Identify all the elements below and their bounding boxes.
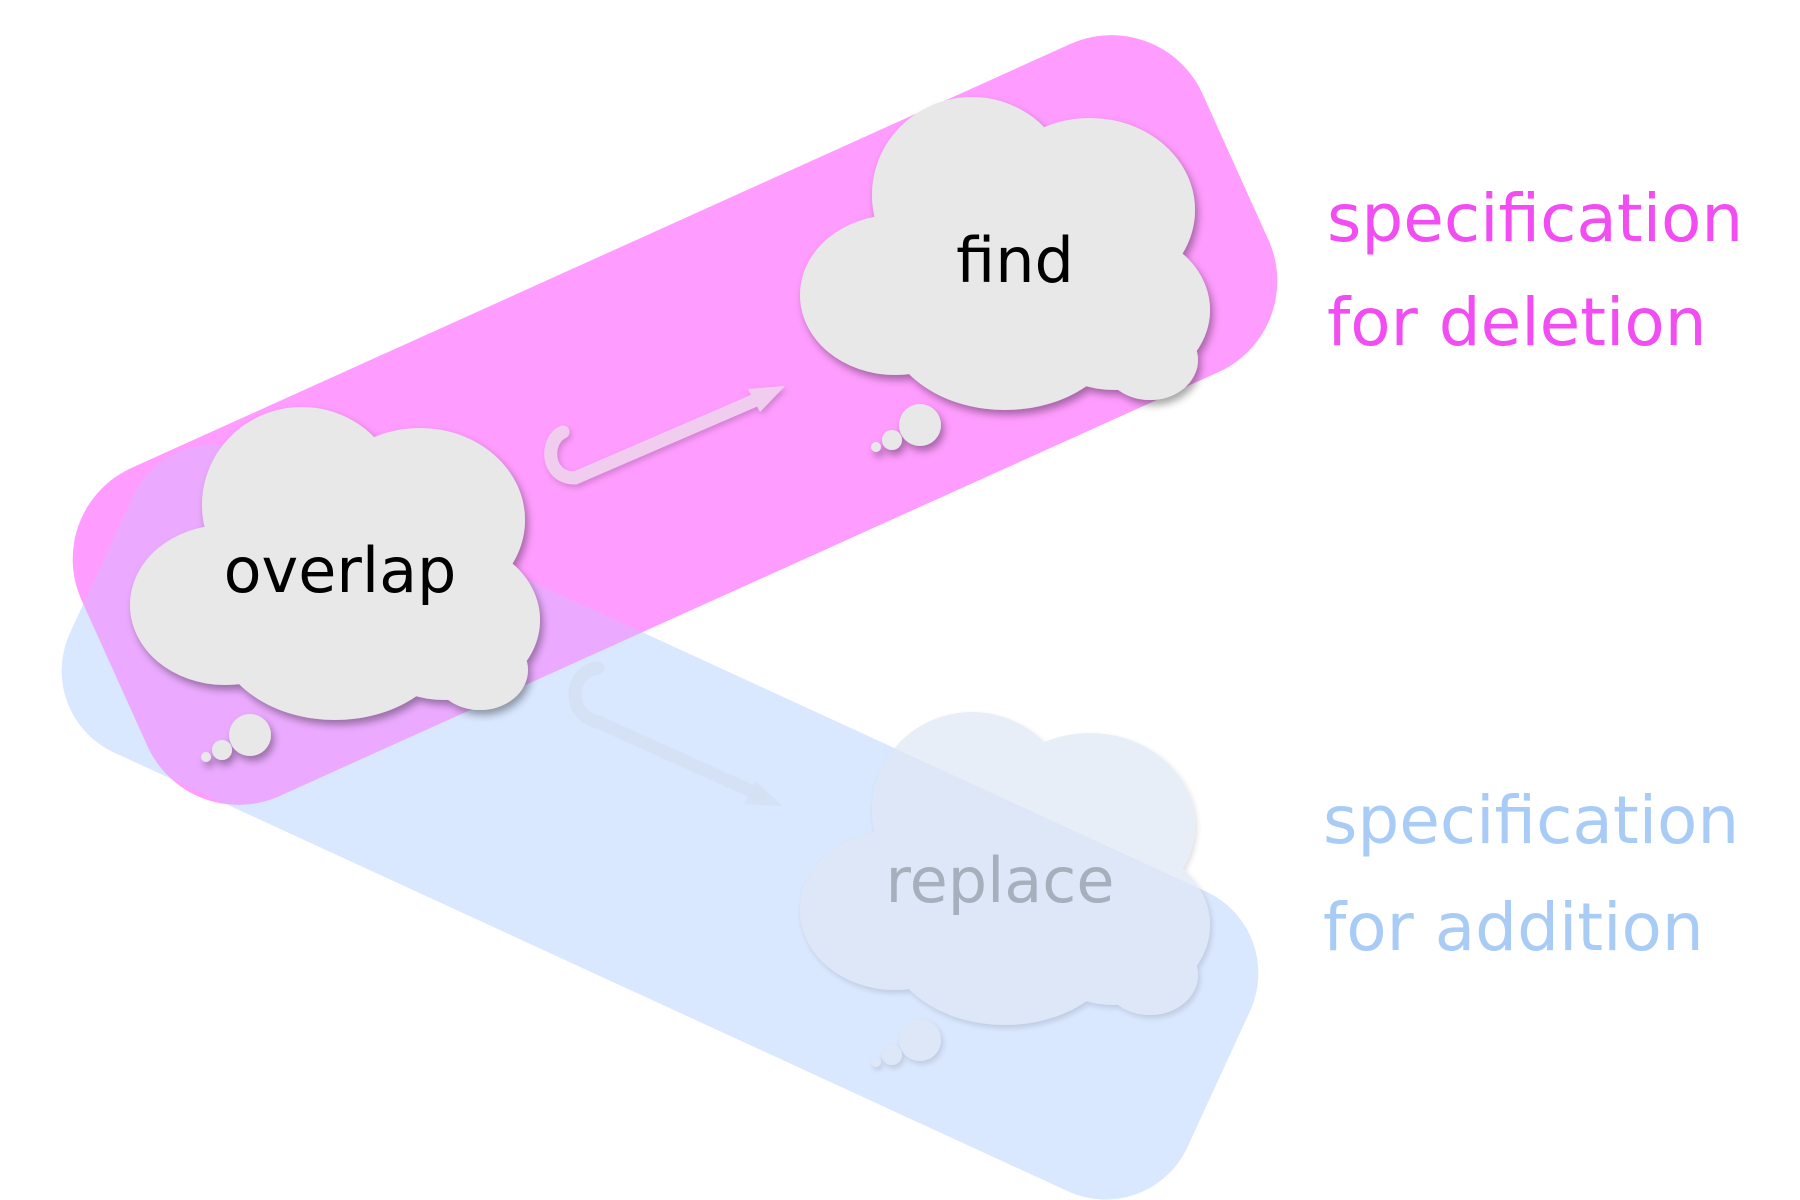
find-label: find bbox=[956, 224, 1074, 297]
overlap-node[interactable]: overlap bbox=[130, 407, 540, 762]
arrow-overlap-to-find bbox=[544, 386, 785, 485]
addition-label-line1: specification bbox=[1323, 782, 1739, 859]
addition-label-line2: for addition bbox=[1323, 889, 1704, 966]
deletion-label: specification for deletion bbox=[1327, 180, 1743, 361]
arrow-overlap-to-replace bbox=[568, 661, 782, 806]
replace-node[interactable]: replace bbox=[800, 712, 1210, 1067]
addition-label: specification for addition bbox=[1323, 782, 1739, 966]
replace-label: replace bbox=[885, 844, 1114, 917]
deletion-label-line1: specification bbox=[1327, 180, 1743, 257]
find-node[interactable]: find bbox=[800, 97, 1210, 452]
deletion-label-line2: for deletion bbox=[1327, 284, 1707, 361]
overlap-label: overlap bbox=[224, 534, 457, 607]
